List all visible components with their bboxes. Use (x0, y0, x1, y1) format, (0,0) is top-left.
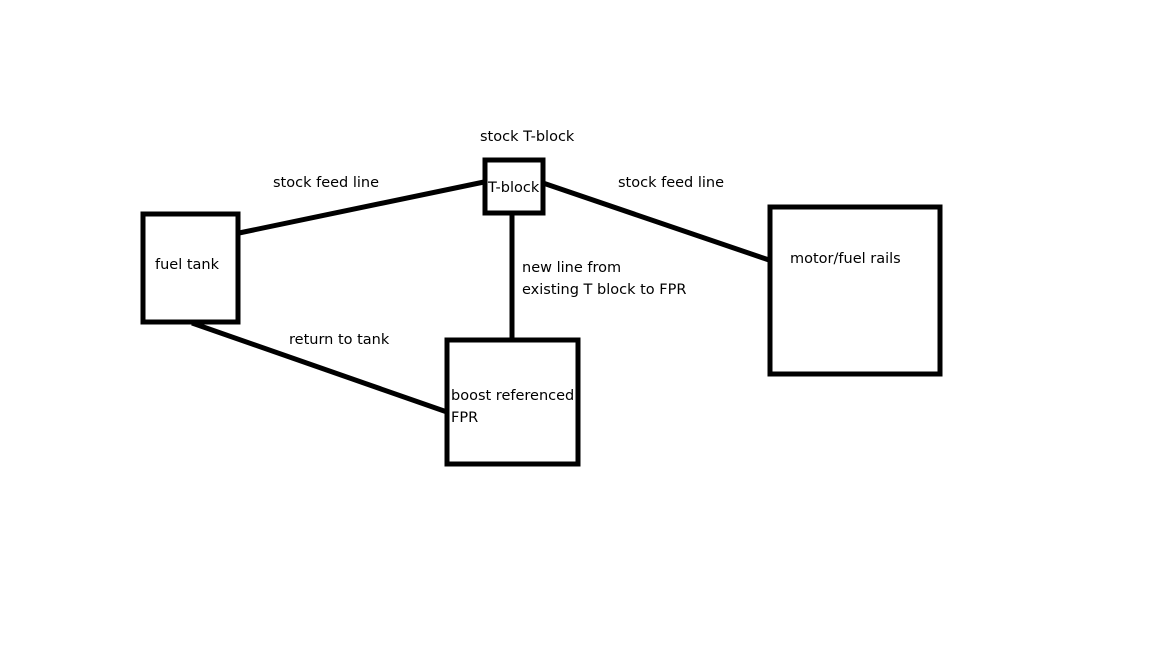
node-t-block (482, 157, 546, 216)
node-fuel-tank (140, 211, 241, 325)
edge-label-feed-line-right: stock feed line (618, 175, 725, 191)
edge-fpr-to-tank (191, 320, 448, 415)
node-label-fpr-line1: boost referenced (451, 388, 575, 404)
edge-tblock-to-motor (542, 180, 770, 263)
node-label-t-block: T-block (488, 180, 540, 196)
edge-label-feed-line-left: stock feed line (273, 175, 380, 191)
diagram-title: stock T-block (480, 129, 575, 145)
edge-label-new-line-2: existing T block to FPR (522, 282, 687, 298)
node-label-motor: motor/fuel rails (790, 251, 901, 267)
node-label-fuel-tank: fuel tank (155, 257, 220, 273)
edge-label-new-line-1: new line from (522, 260, 622, 276)
node-fpr (444, 337, 581, 467)
node-label-fpr-line2: FPR (451, 410, 479, 426)
edge-label-return: return to tank (289, 332, 390, 348)
node-motor-fuel-rails (767, 204, 943, 377)
edge-tank-to-tblock (238, 179, 485, 236)
